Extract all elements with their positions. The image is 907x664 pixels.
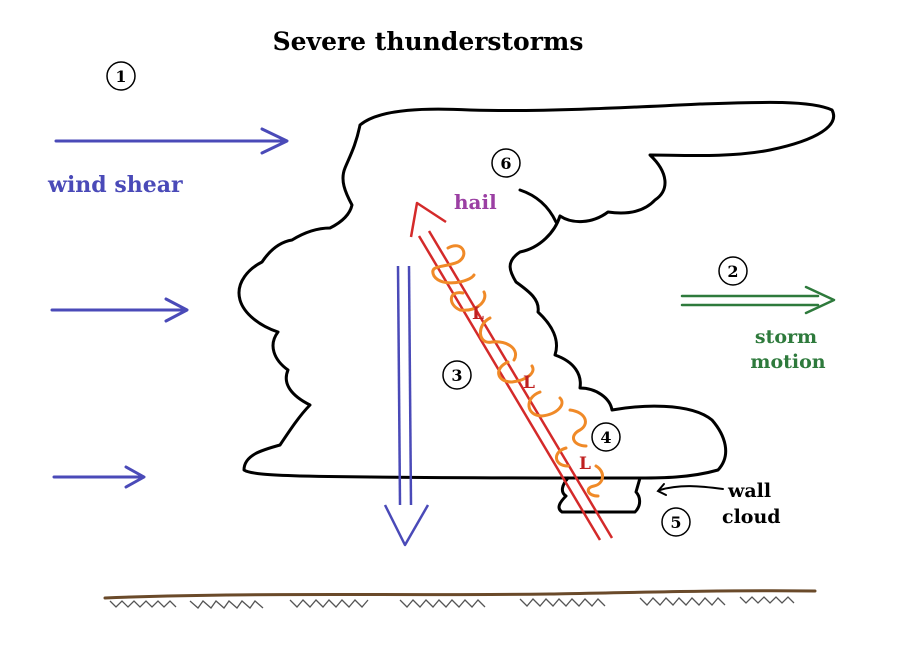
wind-shear-label: wind shear [47, 172, 183, 198]
svg-text:4: 4 [600, 428, 611, 447]
marker-3: 3 [442, 360, 472, 390]
wall-cloud-outline [557, 476, 642, 514]
marker-2: 2 [718, 256, 748, 286]
svg-text:1: 1 [115, 67, 126, 86]
downdraft-arrow [383, 265, 430, 547]
marker-1: 1 [106, 61, 136, 91]
storm-motion-label-line2: motion [750, 351, 825, 373]
marker-6: 6 [491, 148, 521, 178]
updraft-arrow [409, 201, 614, 541]
wind-arrow-middle [50, 297, 189, 323]
storm-motion-arrow [680, 285, 836, 315]
rotation-spirals [431, 244, 604, 498]
wind-arrow-top [54, 127, 289, 155]
storm-cloud-outline [237, 100, 836, 480]
ground-texture [109, 596, 795, 609]
storm-motion-label-line1: storm [755, 326, 817, 348]
marker-4: 4 [591, 422, 621, 452]
wall-cloud-pointer [659, 485, 724, 491]
cloud-inner-detail [518, 188, 558, 224]
wind-arrow-bottom [52, 465, 146, 489]
page-title: Severe thunderstorms [273, 27, 584, 56]
marker-5: 5 [661, 507, 691, 537]
low-pressure-marker: L [579, 454, 591, 474]
ground-line [103, 589, 817, 600]
svg-text:3: 3 [451, 366, 462, 385]
low-pressure-marker: L [523, 373, 535, 393]
hail-label: hail [454, 190, 497, 214]
svg-text:2: 2 [727, 262, 738, 281]
low-pressure-marker: L [472, 304, 484, 324]
svg-text:5: 5 [670, 513, 681, 532]
wall-cloud-pointer-tip [656, 483, 667, 496]
svg-text:6: 6 [500, 154, 511, 173]
wall-cloud-label-line2: cloud [722, 506, 781, 528]
wall-cloud-label-line1: wall [727, 480, 771, 502]
